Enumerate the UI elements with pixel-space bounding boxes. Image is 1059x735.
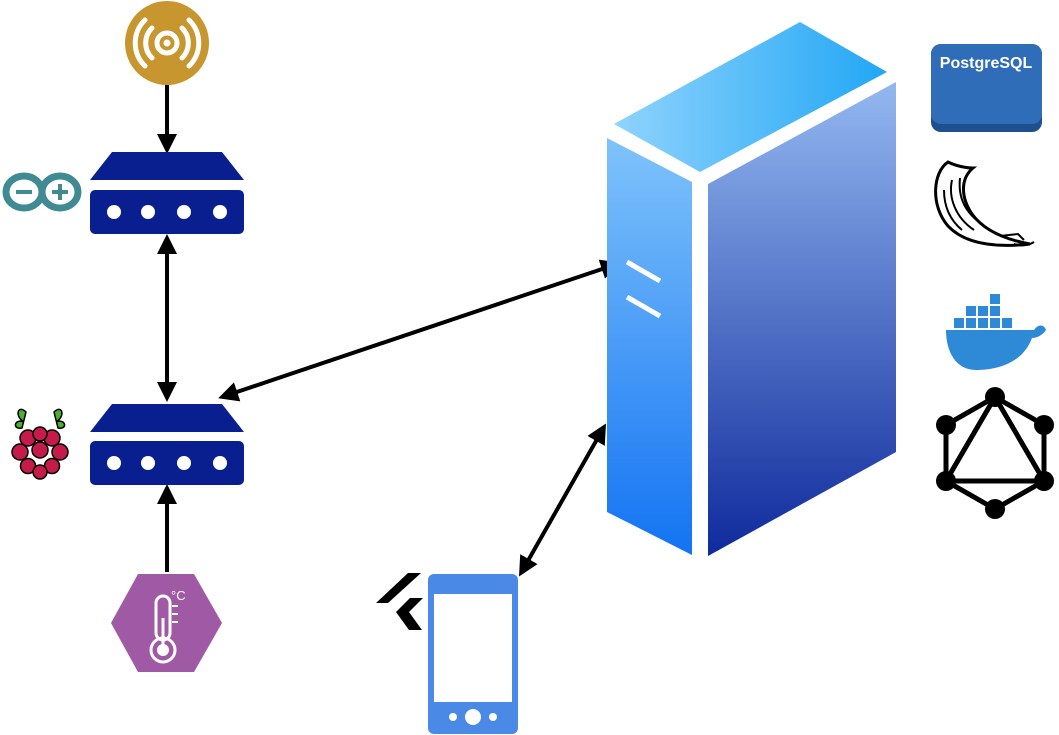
rfid-reader-node — [125, 1, 209, 85]
server-node — [607, 22, 896, 556]
docker-logo-icon — [946, 294, 1046, 370]
flutter-logo-icon — [376, 573, 423, 630]
network-device-icon — [90, 404, 244, 485]
postgresql-badge-icon: PostgreSQL — [931, 44, 1042, 132]
server-slot-line — [625, 259, 662, 284]
network-device-icon — [90, 152, 244, 234]
server-stack: PostgreSQL — [931, 44, 1054, 519]
raspberry-router-node — [11, 404, 244, 485]
flask-logo-icon — [934, 160, 1035, 247]
connections — [157, 84, 621, 577]
mobile-app-node — [376, 573, 518, 734]
temperature-unit-label: °C — [171, 588, 186, 603]
temperature-sensor-node: °C — [111, 574, 222, 672]
graphql-logo-icon — [936, 387, 1054, 519]
server-tower-icon — [607, 22, 896, 556]
thermometer-icon: °C — [111, 574, 222, 672]
postgresql-label: PostgreSQL — [940, 55, 1033, 72]
connection-mobile-server — [519, 423, 606, 577]
smartphone-icon — [428, 574, 518, 734]
rfid-antenna-icon — [125, 1, 209, 85]
connection-raspberry-server — [218, 259, 621, 402]
arduino-router-node — [2, 152, 244, 234]
raspberry-pi-logo-icon — [11, 408, 69, 480]
arduino-logo-icon — [2, 172, 82, 212]
server-slot-line — [625, 294, 662, 319]
